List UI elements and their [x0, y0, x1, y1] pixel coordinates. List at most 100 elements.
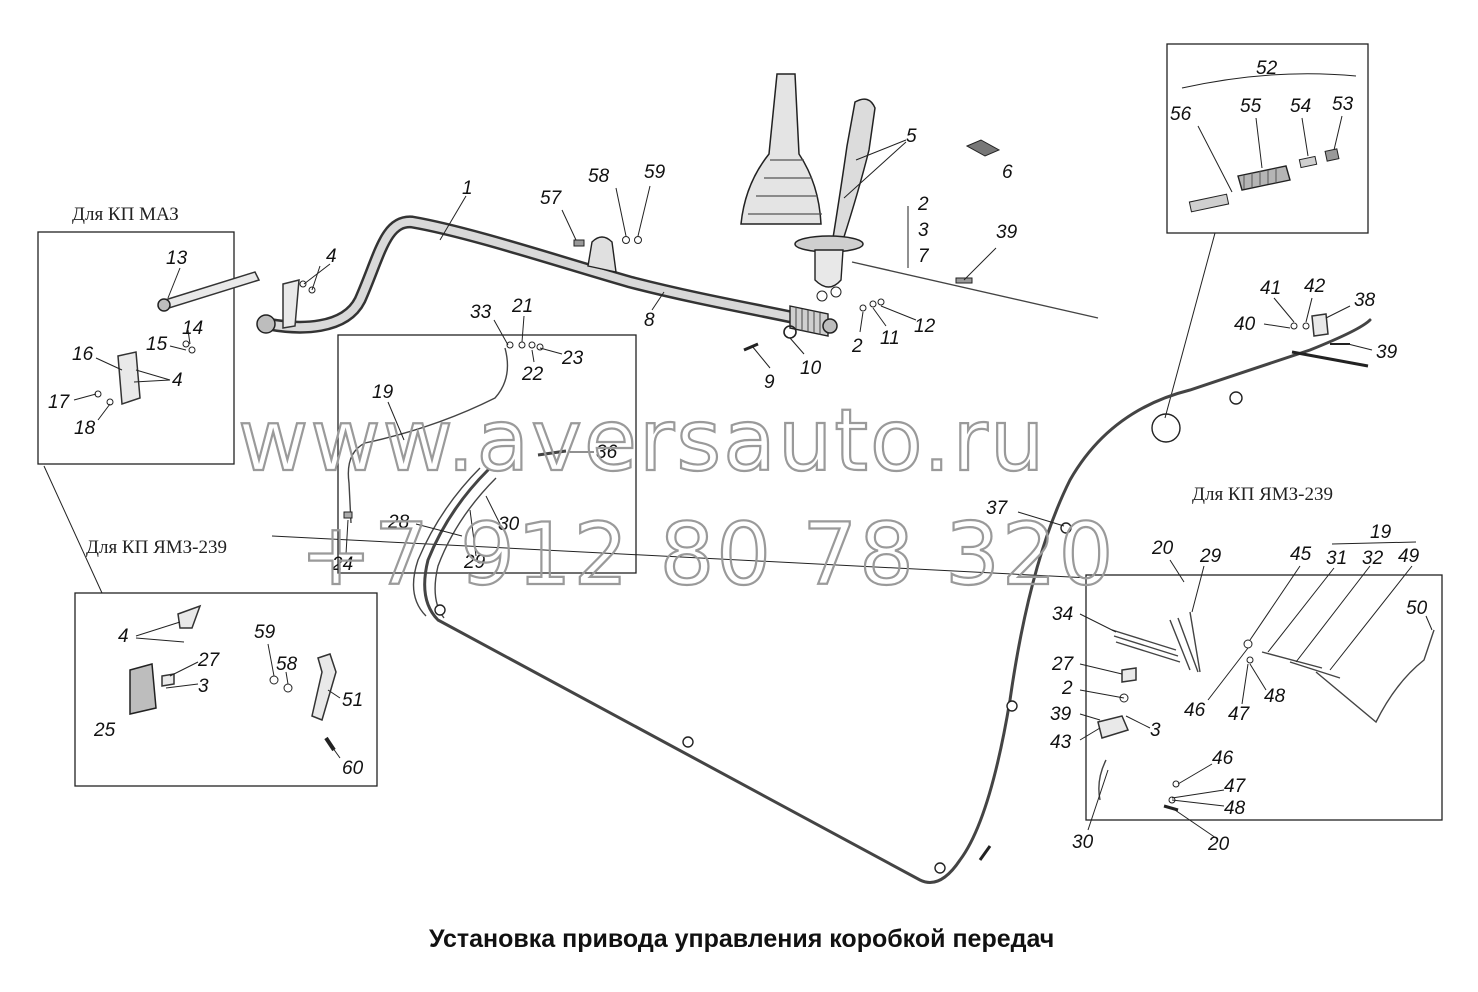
callout-3: 3 [1150, 720, 1161, 741]
callout-13: 13 [166, 248, 188, 269]
callout-8: 8 [644, 310, 655, 331]
callout-30: 30 [1072, 832, 1094, 853]
callout-18: 18 [74, 418, 96, 439]
callout-4: 4 [172, 370, 183, 391]
callout-21: 21 [511, 296, 533, 317]
callout-19: 19 [1370, 522, 1392, 543]
callout-19: 19 [372, 382, 394, 403]
bracket-43 [1097, 715, 1130, 739]
bracket-16 [117, 351, 141, 406]
plate-6 [965, 139, 1001, 157]
callout-2: 2 [1061, 678, 1073, 699]
connector-topright [1164, 232, 1216, 419]
callout-48: 48 [1224, 798, 1246, 819]
callout-40: 40 [1234, 314, 1256, 335]
connector-long-horizontal [271, 535, 1091, 579]
part-27-right [1121, 667, 1137, 683]
callout-2: 2 [851, 336, 863, 357]
callout-25: 25 [93, 720, 116, 741]
callout-45: 45 [1290, 544, 1312, 565]
callout-37: 37 [986, 498, 1009, 519]
callout-29: 29 [463, 552, 486, 573]
callout-1: 1 [462, 178, 473, 199]
rod-bellows [789, 305, 829, 337]
callout-3: 3 [918, 220, 929, 241]
callout-59: 59 [254, 622, 276, 643]
callout-51: 51 [342, 690, 363, 711]
section-label-yamz-left: Для КП ЯМЗ-239 [86, 537, 227, 558]
callout-30: 30 [498, 514, 520, 535]
callout-58: 58 [276, 654, 298, 675]
callout-47: 47 [1228, 704, 1251, 725]
callout-46: 46 [1184, 700, 1206, 721]
callout-43: 43 [1050, 732, 1072, 753]
cable-39-right [1291, 350, 1369, 368]
callout-39: 39 [996, 222, 1018, 243]
callout-54: 54 [1290, 96, 1311, 117]
part-56 [1188, 193, 1230, 213]
callout-48: 48 [1264, 686, 1286, 707]
washer-58 [622, 236, 630, 244]
callout-52: 52 [1256, 58, 1278, 79]
callouts: 1 4 57 58 59 5 6 2 3 7 39 8 9 10 2 11 12… [48, 58, 1428, 855]
part-36 [537, 449, 567, 457]
callout-56: 56 [1170, 104, 1192, 125]
lever-mechanism [814, 249, 844, 288]
callout-39: 39 [1376, 342, 1398, 363]
callout-28: 28 [387, 512, 410, 533]
part-54 [1298, 155, 1318, 169]
callout-31: 31 [1326, 548, 1347, 569]
watermark-url: www.aversauto.ru [238, 391, 1046, 491]
part-53 [1324, 148, 1340, 162]
callout-27: 27 [197, 650, 221, 671]
callout-34: 34 [1052, 604, 1073, 625]
callout-46: 46 [1212, 748, 1234, 769]
lever-25 [129, 663, 157, 715]
callout-32: 32 [1362, 548, 1384, 569]
cable-19-mid [347, 347, 509, 524]
callout-16: 16 [72, 344, 94, 365]
inset-box-maz [37, 231, 235, 465]
callout-2: 2 [917, 194, 929, 215]
callout-42: 42 [1304, 276, 1326, 297]
callout-11: 11 [880, 328, 900, 349]
callout-57: 57 [540, 188, 563, 209]
callout-55: 55 [1240, 96, 1262, 117]
callout-20: 20 [1151, 538, 1174, 559]
inset-box-top-right [1166, 43, 1369, 234]
bracket-part-4-yamz [177, 604, 202, 629]
callout-50: 50 [1406, 598, 1428, 619]
bracket-38 [1311, 313, 1329, 337]
rod-end-right [822, 318, 838, 334]
pin-9 [743, 342, 759, 352]
callout-10: 10 [800, 358, 822, 379]
callout-6: 6 [1002, 162, 1013, 183]
rod-bracket [587, 236, 617, 273]
section-label-yamz-right: Для КП ЯМЗ-239 [1192, 484, 1333, 505]
inset-box-yamz-right [1085, 574, 1443, 821]
callout-4: 4 [326, 246, 337, 267]
callout-14: 14 [182, 318, 203, 339]
gear-lever [832, 98, 876, 241]
diagram-caption: Установка привода управления коробкой пе… [429, 925, 1054, 953]
callout-59: 59 [644, 162, 666, 183]
sleeve-55 [1237, 165, 1291, 191]
rods-34 [1111, 611, 1201, 673]
callout-49: 49 [1398, 546, 1420, 567]
part-57 [573, 239, 585, 247]
callout-36: 36 [596, 442, 618, 463]
callout-15: 15 [146, 334, 168, 355]
callout-5: 5 [906, 126, 917, 147]
callout-27: 27 [1051, 654, 1075, 675]
gear-lever-boot [740, 73, 822, 225]
callout-47: 47 [1224, 776, 1247, 797]
lever-51 [311, 653, 337, 722]
part-27-left [161, 673, 175, 687]
callout-7: 7 [918, 246, 930, 267]
callout-12: 12 [914, 316, 936, 337]
cable-loop-outer [423, 318, 1372, 884]
leader-lines [73, 115, 1433, 839]
cable-39-top [851, 261, 1099, 319]
lever-arm-4 [282, 279, 300, 329]
